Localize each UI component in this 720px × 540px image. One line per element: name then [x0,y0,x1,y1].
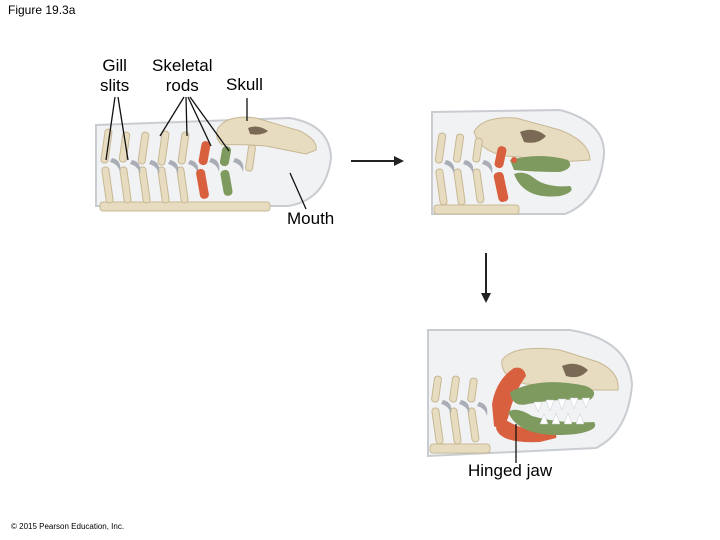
red-lower-jaw [496,420,557,443]
gill-slits-label: Gill slits [100,56,129,96]
teeth-lower [539,412,585,425]
green-rod-upper [219,146,232,167]
green-upper-jaw [510,156,571,172]
gill-slits [441,400,488,416]
vertebral-column [99,128,271,212]
gill-slits-label-line1: Gill [102,56,127,75]
pointer-lines-stage1 [105,96,307,210]
copyright-notice: © 2015 Pearson Education, Inc. [11,522,125,531]
gill-slits [444,160,493,174]
stage-hinged-jaw-head [427,329,634,463]
skeletal-rods-label: Skeletal rods [152,56,212,96]
gill-slits-label-line2: slits [100,76,130,95]
teeth-upper [533,397,591,413]
vertebral-column [433,132,520,215]
stage-jawless-head [95,96,333,212]
figure-title: Figure 19.3a [8,3,76,17]
hinge-point [511,157,517,163]
green-lower-jaw [514,172,572,197]
vertebral-column [429,375,491,454]
red-rod-lower [196,168,209,199]
green-rod-lower [220,169,233,196]
skull-eye-socket [248,126,268,135]
red-rod-upper [198,141,211,166]
mouth-label: Mouth [287,209,335,228]
red-rod-upper [494,146,507,169]
gill-slits [110,158,244,174]
skull-eye-socket [520,129,546,143]
hinged-jaw-label: Hinged jaw [468,461,553,480]
skeletal-rods-label-line2: rods [165,76,199,95]
skull-bone [216,116,317,155]
red-upper-arch [492,367,526,428]
red-rod-lower [493,172,509,202]
green-lower-jaw [508,409,596,436]
skeletal-rods-label-line1: Skeletal [152,56,213,75]
stage-early-jaw-head [431,108,606,215]
skull-label: Skull [226,75,263,94]
skull-eye-socket [562,363,588,378]
